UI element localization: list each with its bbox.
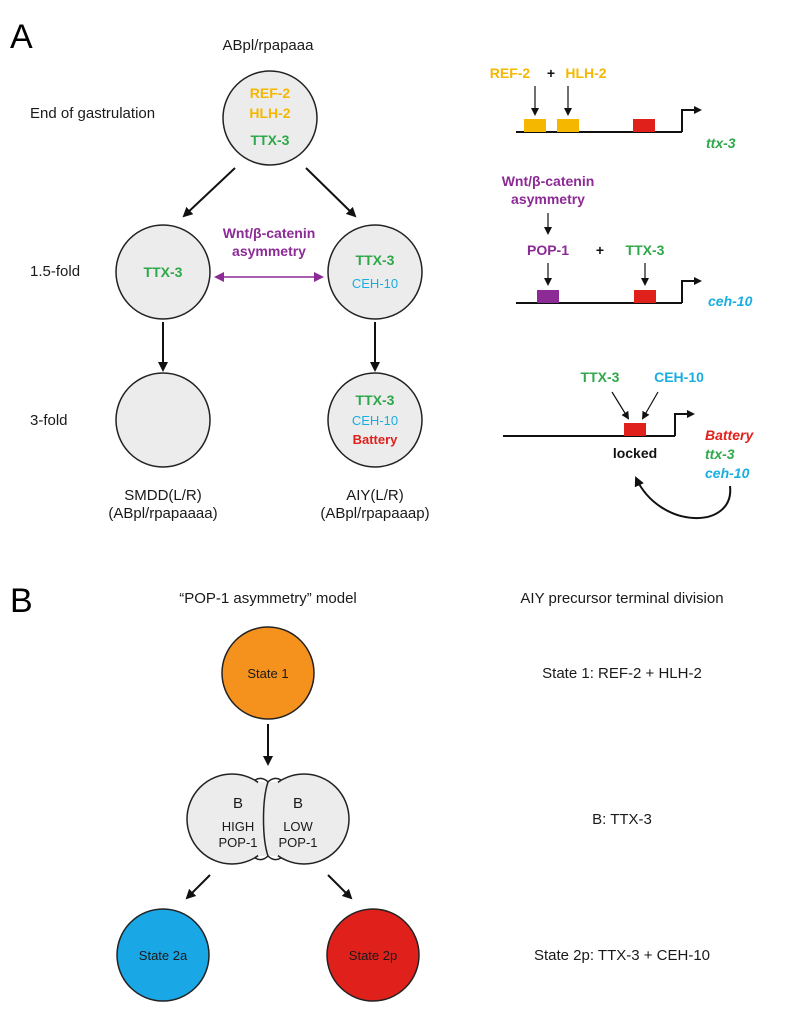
arrow-top-to-left	[182, 167, 236, 218]
state2p-cell	[326, 908, 420, 1002]
b-low-level: LOW	[283, 819, 313, 834]
reg3-gene-battery: Battery	[705, 427, 754, 443]
reg1-tss-arrow	[681, 106, 702, 132]
mid-left-ttx3: TTX-3	[144, 264, 183, 280]
b-high-edge	[254, 777, 269, 783]
reg3-gene-ttx3: ttx-3	[705, 446, 735, 462]
b-high-pop1: POP-1	[218, 835, 257, 850]
panel-b-letter: B	[10, 582, 33, 620]
reg3-locked: locked	[613, 445, 657, 461]
arrow-top-to-right	[305, 167, 357, 218]
reg3-gene-ceh10: ceh-10	[705, 465, 750, 481]
reg2-wnt-line1: Wnt/β-catenin	[502, 173, 595, 189]
reg1-site-yellow-1	[524, 119, 546, 132]
stage-1-5-fold: 1.5-fold	[30, 263, 80, 280]
top-cell	[222, 70, 318, 166]
division-furrow	[262, 781, 269, 857]
b-high-edge-bottom	[254, 855, 269, 861]
state2a-label: State 2a	[139, 948, 188, 963]
desc-state2p: State 2p: TTX-3 + CEH-10	[534, 947, 710, 964]
state2p-label: State 2p	[349, 948, 397, 963]
reg3-ceh10: CEH-10	[654, 369, 704, 385]
arrow-to-state2a	[185, 874, 211, 900]
stage-end-of-gastrulation: End of gastrulation	[30, 105, 155, 122]
state1-label: State 1	[247, 666, 288, 681]
reg2-gene: ceh-10	[708, 293, 753, 309]
reg1-site-red	[633, 119, 655, 132]
b-low-edge	[267, 777, 282, 783]
desc-b: B: TTX-3	[592, 811, 652, 828]
bottom-right-battery: Battery	[353, 432, 399, 447]
smdd-lineage: (ABpl/rpapaaaa)	[108, 505, 217, 522]
smdd-label: SMDD(L/R)	[124, 487, 202, 504]
bottom-left-cell	[115, 372, 211, 468]
b-low-pop1: POP-1	[278, 835, 317, 850]
arrow-to-state2p	[327, 874, 353, 900]
model-title: “POP-1 asymmetry” model	[179, 590, 357, 607]
reg3-feedback-loop	[634, 476, 732, 519]
panel-a-letter: A	[10, 18, 33, 56]
state1-cell	[221, 626, 315, 720]
bottom-right-ttx3: TTX-3	[356, 392, 395, 408]
reg3-arrow-b	[642, 391, 659, 420]
reg2-site-purple	[537, 290, 559, 303]
wnt-label-line2: asymmetry	[232, 243, 306, 259]
reg1-hlh2: HLH-2	[565, 65, 606, 81]
reg1-ref2: REF-2	[490, 65, 531, 81]
reg3-ttx3: TTX-3	[581, 369, 620, 385]
reg2-pop1: POP-1	[527, 242, 569, 258]
b-low-letter: B	[293, 795, 303, 812]
bottom-right-cell	[327, 372, 423, 468]
b-high-letter: B	[233, 795, 243, 812]
reg-ttx3: REF-2 + HLH-2 ttx-3	[490, 65, 736, 151]
state2a-cell	[116, 908, 210, 1002]
lineage-title: ABpl/rpapaaa	[223, 37, 315, 54]
reg2-site-red	[634, 290, 656, 303]
aiy-label: AIY(L/R)	[346, 487, 404, 504]
reg3-arrow-a	[611, 391, 630, 420]
top-cell-hlh2: HLH-2	[249, 105, 290, 121]
reg3-site-red	[624, 423, 646, 436]
aiy-lineage: (ABpl/rpapaaap)	[320, 505, 429, 522]
mid-right-cell	[327, 224, 423, 320]
top-cell-ref2: REF-2	[250, 85, 291, 101]
bottom-right-ceh10: CEH-10	[352, 413, 398, 428]
desc-state1: State 1: REF-2 + HLH-2	[542, 665, 702, 682]
mid-right-ttx3: TTX-3	[356, 252, 395, 268]
mid-right-ceh10: CEH-10	[352, 276, 398, 291]
reg3-tss-arrow	[674, 410, 695, 436]
b-low-edge-bottom	[267, 855, 282, 861]
b-high-level: HIGH	[222, 819, 255, 834]
mid-left-cell	[115, 224, 211, 320]
division-mask	[258, 782, 278, 856]
reg2-ttx3: TTX-3	[626, 242, 665, 258]
reg1-site-yellow-2	[557, 119, 579, 132]
right-title: AIY precursor terminal division	[520, 590, 723, 607]
reg2-plus: +	[596, 242, 604, 258]
reg-locked: TTX-3 CEH-10 locked Battery ttx-3 ceh-10	[503, 369, 754, 519]
reg-ceh10: Wnt/β-catenin asymmetry POP-1 + TTX-3 ce…	[502, 173, 753, 309]
top-cell-ttx3: TTX-3	[251, 132, 290, 148]
reg2-wnt-line2: asymmetry	[511, 191, 585, 207]
wnt-label-line1: Wnt/β-catenin	[223, 225, 316, 241]
reg1-gene: ttx-3	[706, 135, 736, 151]
reg2-tss-arrow	[681, 277, 702, 303]
reg1-plus: +	[547, 65, 555, 81]
stage-3-fold: 3-fold	[30, 412, 68, 429]
